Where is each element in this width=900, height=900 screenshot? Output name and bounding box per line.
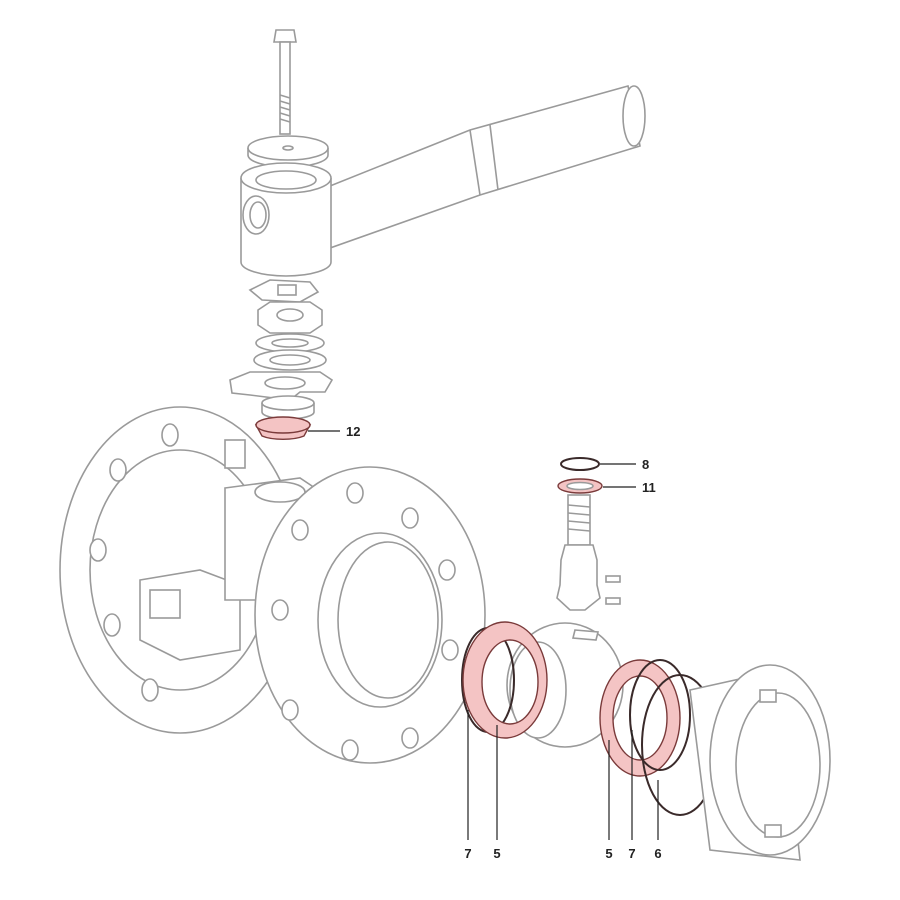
stem-stack [229, 279, 334, 420]
callout-8: 8 [642, 457, 649, 472]
washer-top [247, 135, 329, 168]
bolt [273, 29, 297, 135]
handle [240, 84, 646, 277]
callout-11: 11 [642, 480, 656, 495]
valve-body [59, 406, 486, 764]
thrust-washer [557, 478, 603, 494]
callout-12: 12 [346, 424, 360, 439]
seat-left [462, 621, 548, 739]
stem [556, 494, 621, 611]
callout-6: 6 [654, 846, 661, 861]
callout-5-right: 5 [605, 846, 612, 861]
end-cap [689, 664, 831, 861]
o-ring-top [560, 457, 600, 471]
seat-right [599, 659, 681, 777]
o-ring-right [629, 659, 691, 771]
stem-seal [254, 416, 312, 440]
callout-5-left: 5 [493, 846, 500, 861]
callout-7-left: 7 [464, 846, 471, 861]
callout-7-right: 7 [628, 846, 635, 861]
